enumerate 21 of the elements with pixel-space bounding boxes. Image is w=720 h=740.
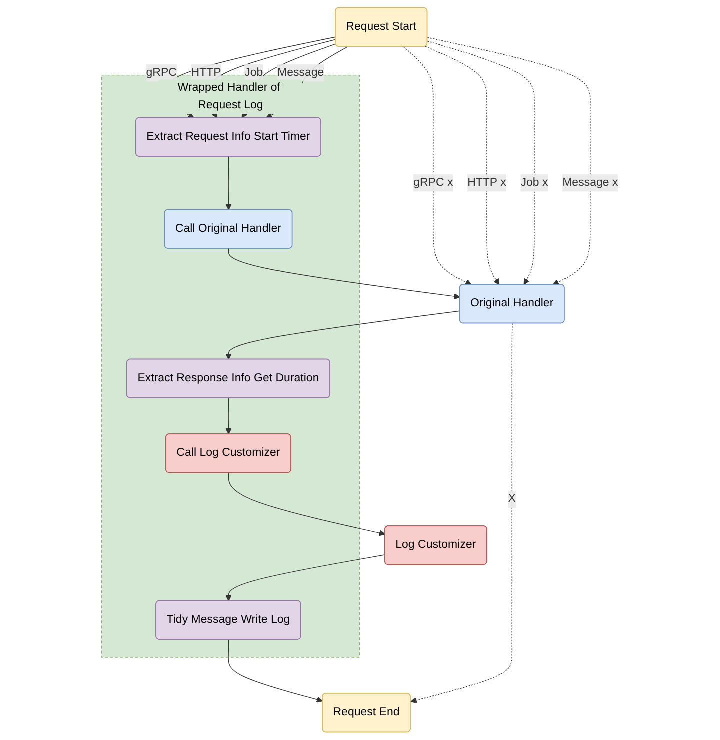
edge-label: Job x (520, 176, 548, 189)
edge-label: HTTP (191, 66, 222, 79)
arrow (425, 46, 500, 286)
edge-label: Message x (562, 176, 618, 189)
arrow (228, 472, 386, 536)
arrow (427, 37, 591, 286)
edge-label: Message (278, 66, 324, 79)
edge-label: Job (244, 66, 264, 79)
edge-label: HTTP x (468, 176, 506, 189)
arrow (226, 554, 386, 602)
arrow (226, 310, 460, 360)
arrow (410, 323, 513, 704)
arrow (427, 40, 535, 286)
arrow (226, 156, 232, 210)
arrow (228, 640, 324, 703)
edge-label: X (508, 492, 516, 506)
edge-label: gRPC (146, 66, 177, 79)
arrow (403, 46, 472, 286)
edge-label: gRPC x (414, 176, 454, 189)
arrow (226, 398, 232, 435)
arrow (228, 248, 460, 300)
